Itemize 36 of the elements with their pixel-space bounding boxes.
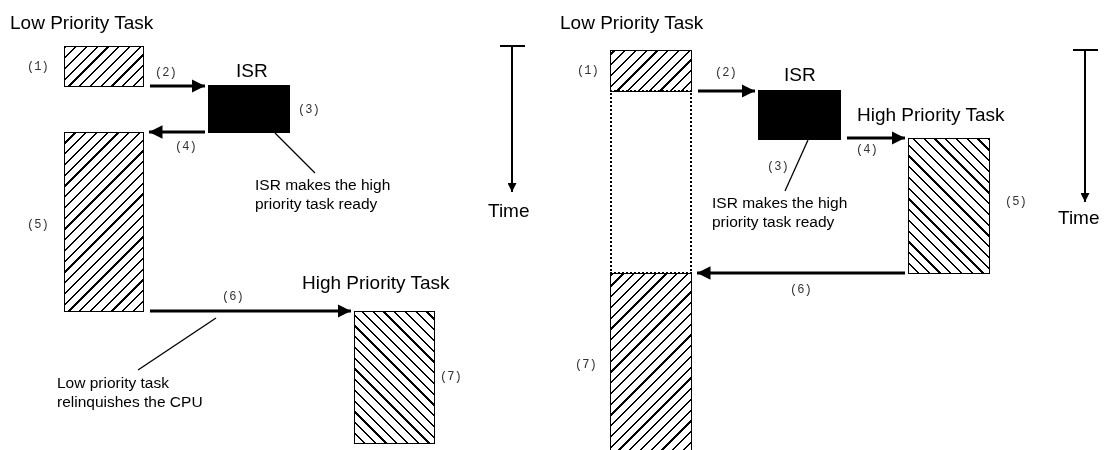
axis-label: Time xyxy=(1058,207,1100,229)
annotation-text: Low priority task relinquishes the CPU xyxy=(57,373,232,411)
edge-label: (6) xyxy=(222,290,244,304)
callout-number: (7) xyxy=(575,358,597,372)
edge-label: (6) xyxy=(790,283,812,297)
leader-line xyxy=(784,139,809,192)
callout-number: (3) xyxy=(298,103,320,117)
arrow xyxy=(697,266,905,280)
edge-label: (4) xyxy=(856,143,878,157)
edge-label: (2) xyxy=(715,66,737,80)
arrow xyxy=(698,84,755,98)
arrow xyxy=(150,79,205,93)
annotation-text: ISR makes the high priority task ready xyxy=(255,175,430,213)
callout-number: (5) xyxy=(1005,195,1027,209)
leader-line xyxy=(137,317,217,371)
callout-number: (1) xyxy=(27,60,49,74)
callout-number: (1) xyxy=(577,64,599,78)
task-bar xyxy=(610,273,692,450)
task-heading: High Priority Task xyxy=(302,272,450,294)
axis-label: Time xyxy=(488,200,530,222)
task-heading: Low Priority Task xyxy=(10,12,154,34)
edge-label: (4) xyxy=(175,140,197,154)
arrow xyxy=(150,304,351,318)
task-heading: High Priority Task xyxy=(857,104,1005,126)
arrow xyxy=(847,131,905,145)
arrow xyxy=(149,125,205,139)
callout-number: (5) xyxy=(27,218,49,232)
task-heading: ISR xyxy=(236,60,268,82)
task-bar xyxy=(64,132,144,312)
callout-number: (7) xyxy=(440,370,462,384)
annotation-text: ISR makes the high priority task ready xyxy=(712,193,887,231)
task-heading: Low Priority Task xyxy=(560,12,704,34)
edge-label: (2) xyxy=(155,66,177,80)
callout-number: (3) xyxy=(767,160,789,174)
task-heading: ISR xyxy=(784,64,816,86)
leader-line xyxy=(274,132,316,174)
